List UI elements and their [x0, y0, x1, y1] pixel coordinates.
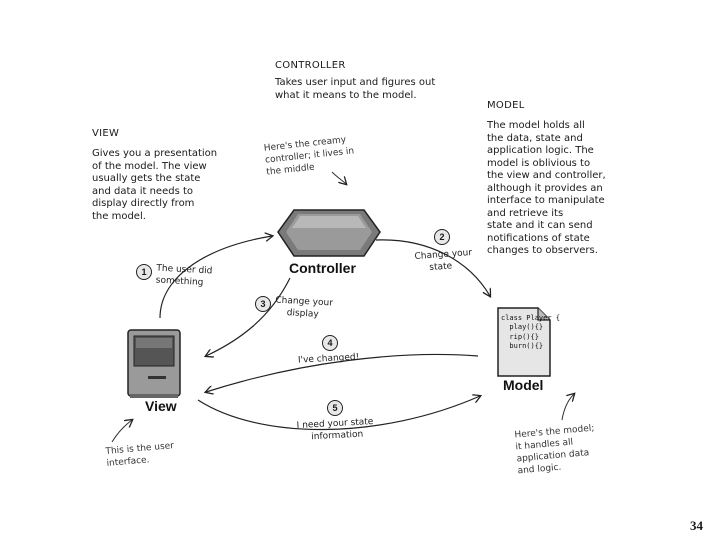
- model-note: Here's the model; it handles all applica…: [514, 423, 598, 478]
- note-arrow-model: [561, 394, 574, 421]
- arrow-change-state: [375, 239, 490, 296]
- step-3: 3: [255, 296, 271, 312]
- view-desc-line: display directly from: [92, 198, 195, 210]
- model-desc-line: interface to manipulate: [487, 195, 605, 207]
- step-3-label: Change your display: [274, 296, 333, 322]
- view-heading: VIEW: [92, 128, 120, 139]
- view-desc-line: Gives you a presentation: [92, 148, 218, 160]
- step-number: 2: [434, 229, 450, 245]
- view-desc-line: and data it needs to: [92, 185, 193, 197]
- view-desc-line: of the model. The view: [92, 160, 207, 172]
- model-desc-line: the data, state and: [487, 132, 583, 144]
- controller-desc-line: Takes user input and figures out: [275, 77, 436, 89]
- step-number: 5: [327, 400, 343, 416]
- arrow-user-action: [159, 236, 272, 319]
- arrow-model-changed: [206, 353, 479, 393]
- step-2-label: Change your state: [414, 248, 473, 275]
- view-desc-line: usually gets the state: [92, 173, 201, 185]
- view-label: View: [145, 398, 177, 414]
- model-code: class Player { play(){} rip(){} burn(){}: [501, 314, 560, 352]
- step-number: 3: [255, 296, 271, 312]
- arrow-change-display: [206, 277, 291, 356]
- step-1-label: The user did something: [155, 264, 213, 290]
- step-4: 4: [322, 335, 338, 351]
- note-arrow-view: [111, 420, 132, 443]
- model-description: MODEL The model holds all the data, stat…: [487, 100, 606, 258]
- model-label: Model: [503, 377, 544, 393]
- step-2: 2: [434, 229, 450, 245]
- note-arrow-controller: [331, 171, 346, 184]
- document-icon: [497, 307, 551, 377]
- model-desc-line: model is oblivious to: [487, 157, 591, 169]
- model-desc-line: changes to observers.: [487, 245, 598, 257]
- view-desc-line: the model.: [92, 210, 146, 222]
- model-desc-line: The model holds all: [487, 120, 585, 132]
- code-line: burn(){}: [501, 342, 544, 351]
- step-5-label: I need your state information: [296, 417, 374, 444]
- model-heading: MODEL: [487, 100, 525, 111]
- code-line: rip(){}: [501, 332, 539, 341]
- step-1: 1: [136, 264, 152, 280]
- page-number: 34: [690, 518, 703, 533]
- monitor-icon: [127, 329, 181, 398]
- model-desc-line: notifications of state: [487, 232, 590, 244]
- controller-heading: CONTROLLER: [275, 60, 346, 71]
- view-description: VIEW Gives you a presentation of the mod…: [92, 128, 217, 223]
- controller-label: Controller: [289, 260, 356, 276]
- arrow-state-request: [197, 396, 480, 431]
- controller-desc-line: what it means to the model.: [275, 89, 417, 101]
- step-number: 1: [136, 264, 152, 280]
- model-desc-line: application logic. The: [487, 145, 594, 157]
- model-desc-line: and retrieve its: [487, 207, 564, 219]
- step-5: 5: [327, 400, 343, 416]
- controller-icon: [277, 209, 381, 257]
- model-desc-line: although it provides an: [487, 182, 603, 194]
- model-desc-line: the view and controller,: [487, 170, 606, 182]
- step-number: 4: [322, 335, 338, 351]
- controller-description: CONTROLLER Takes user input and figures …: [275, 60, 435, 102]
- model-desc-line: state and it can send: [487, 220, 593, 232]
- code-line: play(){}: [501, 323, 544, 332]
- code-line: class Player {: [501, 314, 561, 322]
